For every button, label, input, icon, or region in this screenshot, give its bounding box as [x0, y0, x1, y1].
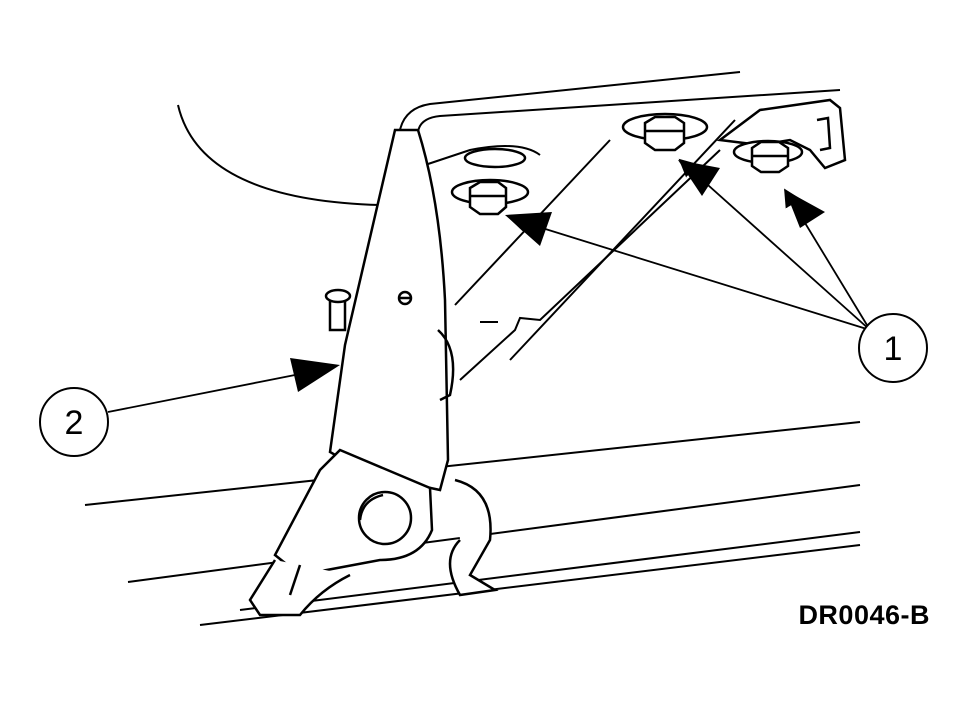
floor-lines	[84, 421, 861, 626]
leader-line-2	[107, 373, 301, 413]
nut-middle	[621, 112, 709, 152]
callout-1: 1	[858, 313, 928, 383]
arrowheads-1	[505, 160, 825, 246]
nut-right	[732, 139, 804, 174]
callout-1-label: 1	[884, 330, 903, 368]
callout-2: 2	[39, 387, 109, 457]
arrowhead-2	[290, 358, 340, 392]
leader-lines-1	[508, 158, 871, 331]
upper-panel	[177, 71, 841, 381]
nut-left	[450, 147, 530, 216]
figure-code: DR0046-B	[798, 600, 930, 630]
hinge-bracket	[248, 128, 499, 617]
callout-2-label: 2	[65, 404, 84, 442]
